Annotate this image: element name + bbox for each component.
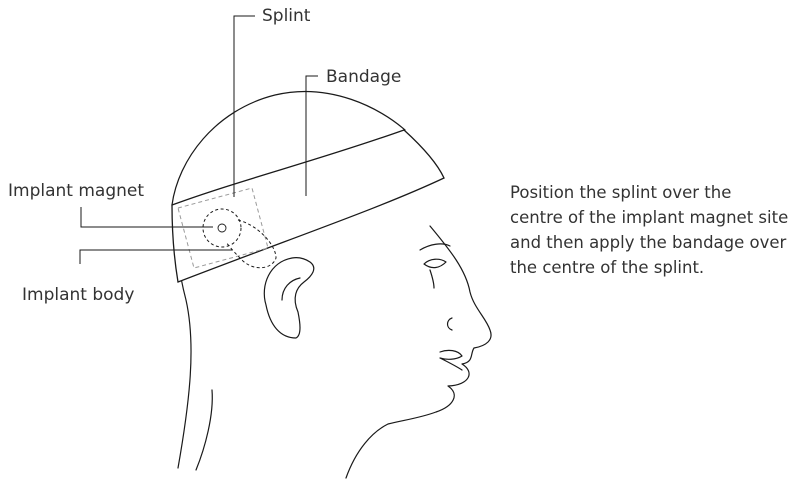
instruction-line: and then apply the bandage over: [510, 230, 788, 255]
ear: [264, 258, 313, 338]
instruction-line: the centre of the splint.: [510, 255, 788, 280]
implant-body-label: Implant body: [22, 285, 134, 305]
lips: [440, 350, 462, 370]
face-profile: [346, 226, 491, 478]
neck-back: [196, 390, 212, 470]
instruction-line: centre of the implant magnet site: [510, 205, 788, 230]
eye: [424, 259, 446, 267]
implant-magnet-label: Implant magnet: [8, 181, 144, 201]
instruction-line: Position the splint over the: [510, 180, 788, 205]
bandage-label: Bandage: [326, 67, 401, 87]
instructions-text: Position the splint over the centre of t…: [510, 180, 788, 280]
splint-label: Splint: [262, 6, 310, 26]
eyebrow: [420, 244, 450, 250]
eye-lash: [430, 270, 434, 288]
bandage-band: [172, 130, 444, 282]
nose: [448, 318, 453, 330]
